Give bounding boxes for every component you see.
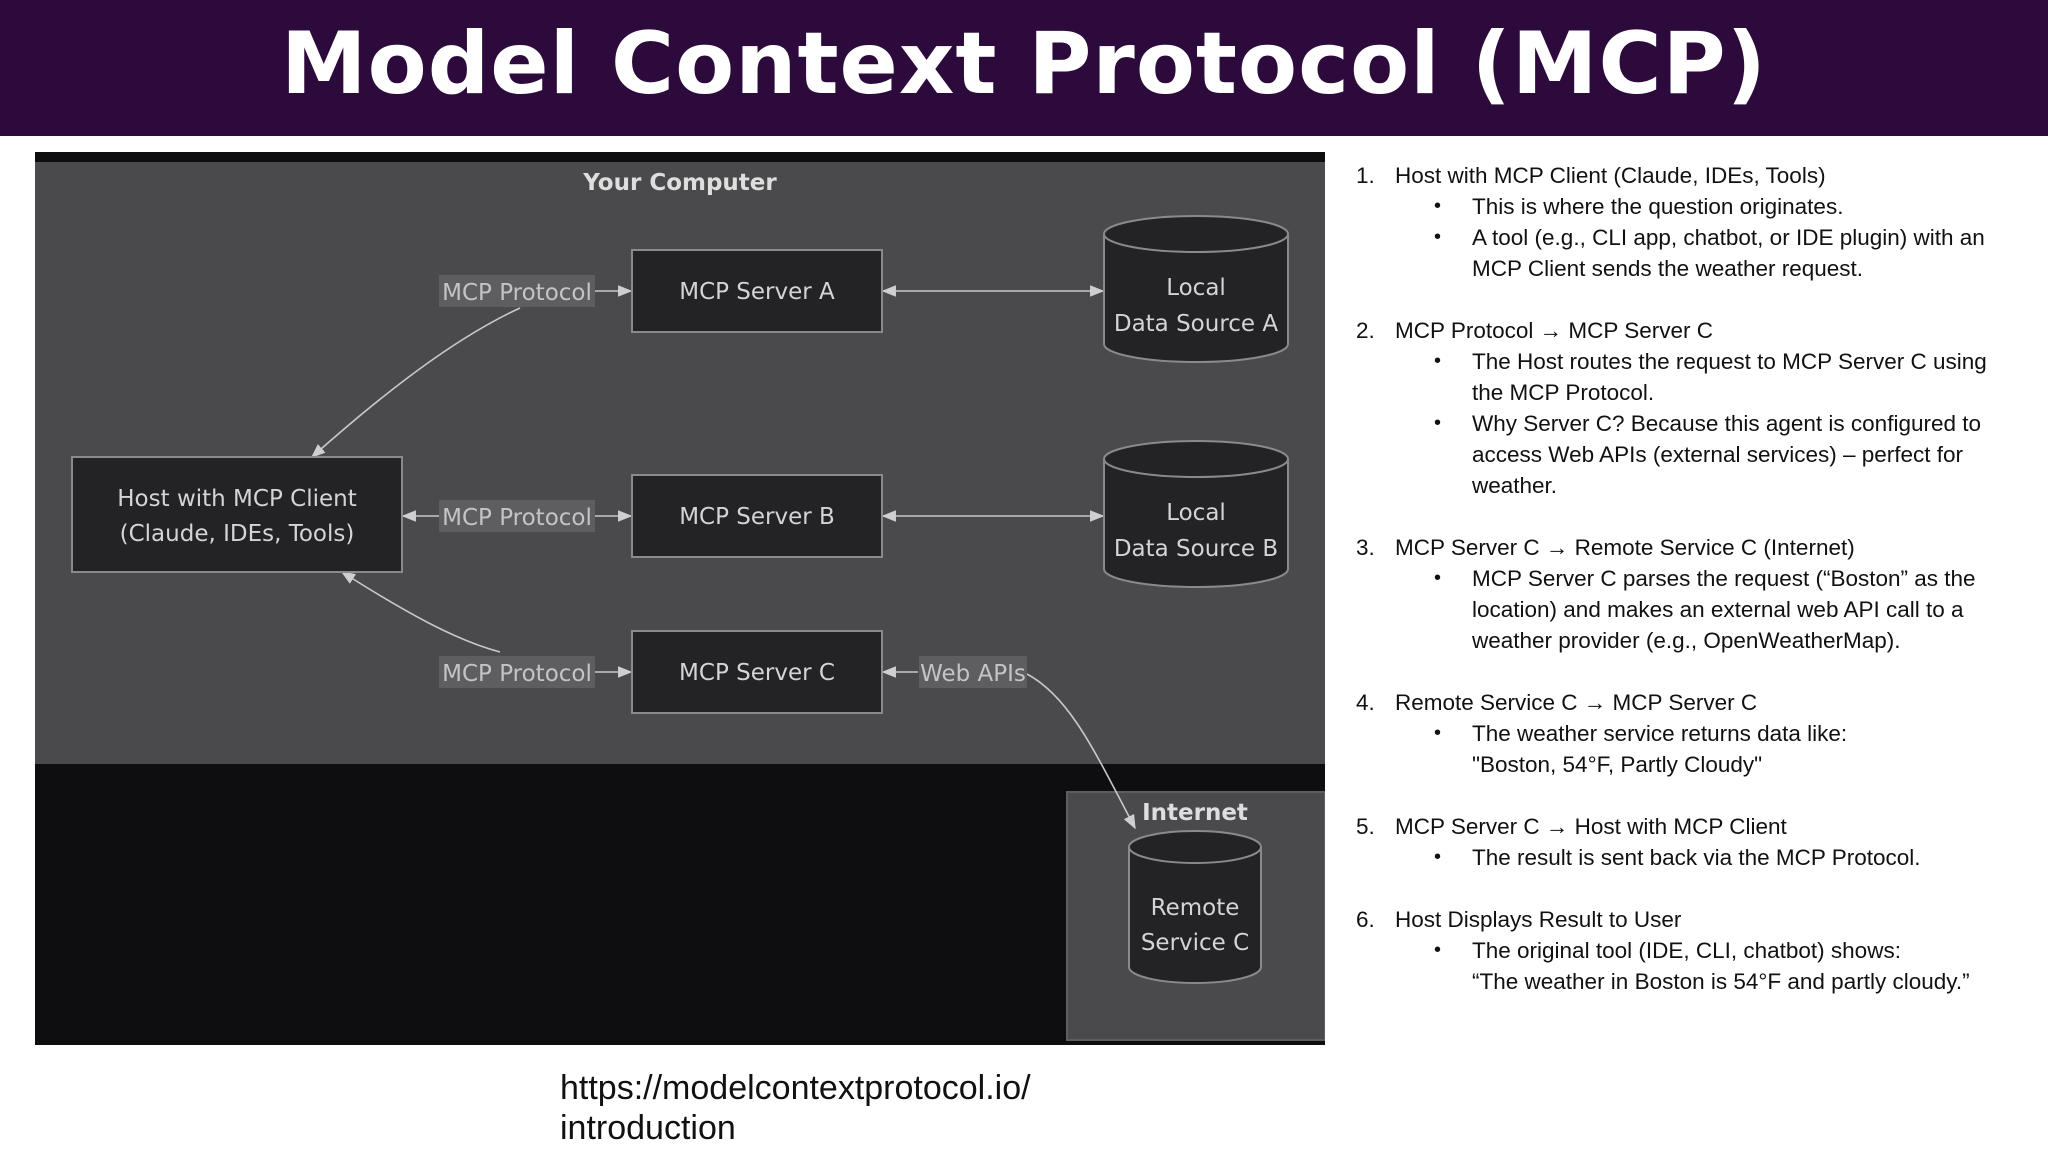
step-bullet: The original tool (IDE, CLI, chatbot) sh… (1352, 935, 2022, 997)
step-item: 1. Host with MCP Client (Claude, IDEs, To… (1352, 160, 2022, 284)
step-heading: MCP Protocol → MCP Server C (1395, 318, 1713, 343)
host-label-line2: (Claude, IDEs, Tools) (120, 521, 355, 547)
host-to-protocol-a-curve (310, 307, 521, 458)
server-a-label: MCP Server A (679, 279, 835, 305)
step-bullets: MCP Server C parses the request (“Boston… (1395, 563, 2022, 656)
host-box (71, 456, 403, 573)
title-bar: Model Context Protocol (MCP) (0, 0, 2048, 136)
remote-c-line1: Remote (1151, 895, 1240, 921)
source-b-line2: Data Source B (1114, 536, 1278, 562)
server-c-label: MCP Server C (679, 660, 835, 686)
host-label-line1: Host with MCP Client (117, 486, 356, 512)
step-bullet: The Host routes the request to MCP Serve… (1352, 346, 2022, 408)
source-url-part2[interactable]: introduction (560, 1109, 736, 1147)
source-a-line2: Data Source A (1114, 311, 1279, 337)
step-bullet: MCP Server C parses the request (“Boston… (1352, 563, 2022, 656)
step-item: 6. Host Displays Result to UserThe origin… (1352, 904, 2022, 997)
step-bullet-text: Why Server C? Because this agent is conf… (1472, 411, 1982, 498)
step-item: 2. MCP Protocol → MCP Server C The Host ro… (1352, 315, 2022, 501)
step-bullets: The weather service returns data like: "B… (1395, 718, 2022, 780)
step-number: 2. (1356, 318, 1375, 343)
protocol-label-a: MCP Protocol (442, 280, 592, 306)
step-item: 4. Remote Service C → MCP Server C The wea… (1352, 687, 2022, 780)
step-number: 5. (1356, 814, 1375, 839)
source-url-part1[interactable]: https://modelcontextprotocol.io/ (560, 1069, 1031, 1107)
step-bullet: A tool (e.g., CLI app, chatbot, or IDE p… (1352, 222, 2022, 284)
step-number: 1. (1356, 163, 1375, 188)
internet-label: Internet (1142, 800, 1248, 826)
step-number: 6. (1356, 907, 1375, 932)
step-bullet: The weather service returns data like: "B… (1352, 718, 2022, 780)
server-c-box (631, 630, 883, 714)
step-bullet-text: "Boston, 54°F, Partly Cloudy" (1472, 752, 1763, 777)
step-bullets: The Host routes the request to MCP Serve… (1395, 346, 2022, 501)
step-bullet-text: The result is sent back via the MCP Prot… (1472, 845, 1921, 870)
web-apis-to-remote-curve (1026, 673, 1136, 830)
step-heading: Remote Service C → MCP Server C (1395, 690, 1758, 715)
protocol-label-c: MCP Protocol (442, 661, 592, 687)
protocol-label-b-bg (439, 500, 595, 532)
step-heading: Host with MCP Client (Claude, IDEs, Tool… (1395, 163, 1826, 188)
steps-list: 1. Host with MCP Client (Claude, IDEs, To… (1352, 160, 2022, 1028)
step-heading: MCP Server C → Host with MCP Client (1395, 814, 1787, 839)
page-title: Model Context Protocol (MCP) (281, 14, 1767, 114)
step-bullets: The original tool (IDE, CLI, chatbot) sh… (1395, 935, 2022, 997)
server-b-box (631, 474, 883, 558)
step-item: 3. MCP Server C → Remote Service C (Inter… (1352, 532, 2022, 656)
server-b-label: MCP Server B (679, 504, 835, 530)
remote-service-c-cylinder (1128, 830, 1262, 984)
step-item: 5. MCP Server C → Host with MCP ClientThe… (1352, 811, 2022, 873)
source-url[interactable]: https://modelcontextprotocol.io/introduc… (560, 1068, 1100, 1148)
step-bullet-text: “The weather in Boston is 54°F and partl… (1472, 969, 1970, 994)
step-bullet-text: This is where the question originates. (1472, 194, 1844, 219)
step-bullet-text: The Host routes the request to MCP Serve… (1472, 349, 1987, 405)
web-apis-label-bg (919, 656, 1027, 688)
mcp-architecture-diagram: Your Computer Internet Host with MCP Cli… (35, 152, 1325, 1045)
step-bullet: This is where the question originates. (1352, 191, 2022, 222)
step-bullet-text: MCP Server C parses the request (“Boston… (1472, 566, 1976, 653)
source-a-line1: Local (1166, 275, 1226, 301)
step-number: 4. (1356, 690, 1375, 715)
step-bullet-text: The original tool (IDE, CLI, chatbot) sh… (1472, 938, 1901, 963)
remote-c-line2: Service C (1141, 930, 1249, 956)
protocol-label-a-bg (439, 275, 595, 307)
protocol-label-b: MCP Protocol (442, 505, 592, 531)
protocol-c-to-host-curve (340, 571, 501, 653)
protocol-label-c-bg (439, 656, 595, 688)
server-a-box (631, 249, 883, 333)
your-computer-label: Your Computer (582, 170, 777, 196)
step-bullet-text: The weather service returns data like: (1472, 721, 1848, 746)
step-heading: Host Displays Result to User (1395, 907, 1682, 932)
local-data-source-a-cylinder (1103, 215, 1289, 363)
source-b-line1: Local (1166, 500, 1226, 526)
step-number: 3. (1356, 535, 1375, 560)
step-bullets: The result is sent back via the MCP Prot… (1395, 842, 2022, 873)
local-data-source-b-cylinder (1103, 440, 1289, 588)
step-bullet-text: A tool (e.g., CLI app, chatbot, or IDE p… (1472, 225, 1985, 281)
step-bullet: Why Server C? Because this agent is conf… (1352, 408, 2022, 501)
web-apis-label: Web APIs (920, 661, 1026, 687)
step-heading: MCP Server C → Remote Service C (Interne… (1395, 535, 1855, 560)
step-bullet: The result is sent back via the MCP Prot… (1352, 842, 2022, 873)
step-bullets: This is where the question originates. A … (1395, 191, 2022, 284)
